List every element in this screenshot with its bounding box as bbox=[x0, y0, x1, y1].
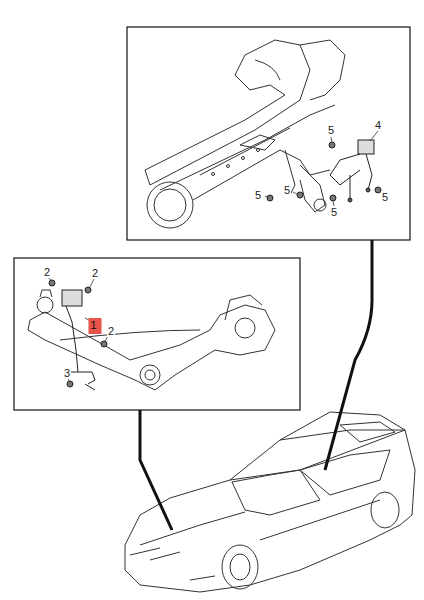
callout-number: 5 bbox=[327, 124, 335, 136]
callout-number: 1 bbox=[89, 318, 102, 332]
callout-number: 2 bbox=[43, 266, 51, 278]
callout-number: 4 bbox=[374, 119, 382, 131]
car-outline bbox=[125, 412, 415, 592]
rear-subframe bbox=[145, 40, 345, 228]
detail-panel bbox=[14, 258, 300, 410]
level-sensor-front bbox=[62, 290, 95, 390]
detail-panel bbox=[127, 27, 410, 240]
callout-number: 5 bbox=[330, 206, 338, 218]
callout-number: 5 bbox=[283, 184, 291, 196]
level-sensor-rear bbox=[330, 140, 374, 202]
callout-number: 5 bbox=[381, 191, 389, 203]
front-control-arm bbox=[28, 290, 275, 390]
location-leader bbox=[140, 410, 172, 530]
callout-number: 2 bbox=[107, 325, 115, 337]
callout-number: 2 bbox=[91, 267, 99, 279]
location-leader bbox=[325, 240, 372, 470]
callout-number: 3 bbox=[63, 367, 71, 379]
callout-number: 5 bbox=[254, 189, 262, 201]
highlight-box: 1 bbox=[89, 318, 102, 334]
